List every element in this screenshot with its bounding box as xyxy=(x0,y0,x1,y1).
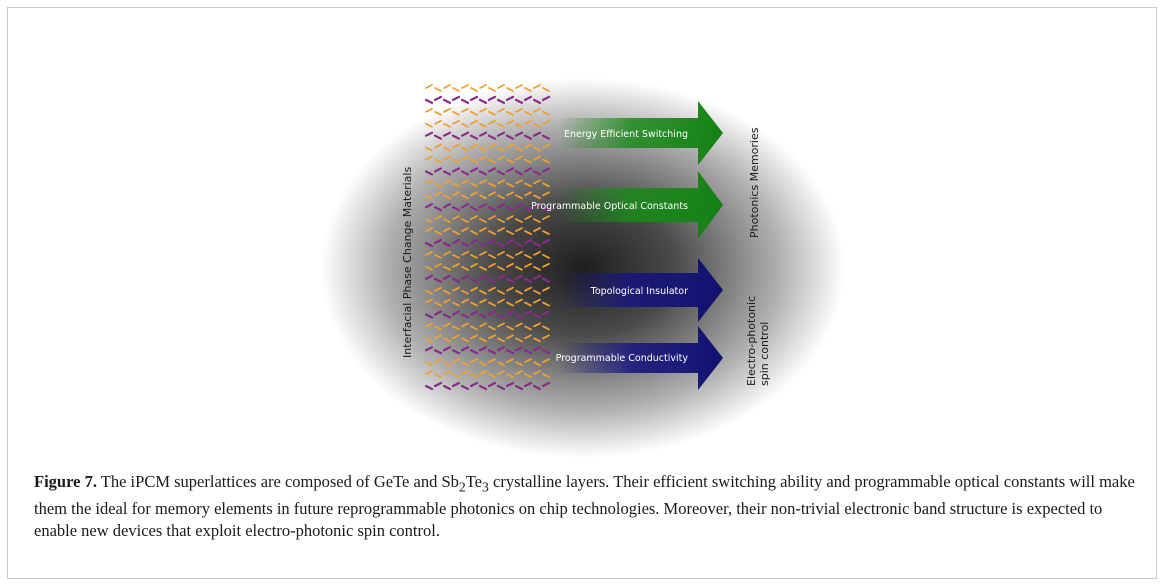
arrow-energy-efficient-switching: Energy Efficient Switching xyxy=(558,101,723,165)
arrow-programmable-conductivity: Programmable Conductivity xyxy=(556,326,723,390)
figure-frame: Interfacial Phase Change Materials Energ… xyxy=(7,7,1157,579)
left-vertical-label: Interfacial Phase Change Materials xyxy=(401,167,414,358)
right-label-photonics-memories: Photonics Memories xyxy=(748,127,761,238)
caption-text-1: The iPCM superlattices are composed of G… xyxy=(96,472,459,491)
caption-text-2: Te xyxy=(465,472,483,491)
figure-illustration: Interfacial Phase Change Materials Energ… xyxy=(321,78,845,458)
caption-subscript-2: 3 xyxy=(482,479,489,495)
caption-text-3: crystalline layers. Their efficient swit… xyxy=(34,472,1135,541)
arrow-label: Energy Efficient Switching xyxy=(564,129,688,140)
arrow-label: Programmable Optical Constants xyxy=(531,201,688,212)
arrow-label: Topological Insulator xyxy=(590,286,688,297)
caption-subscript-1: 2 xyxy=(458,479,466,495)
arrow-programmable-optical-constants: Programmable Optical Constants xyxy=(531,171,723,239)
right-label-spin-control-line2: spin control xyxy=(758,322,771,386)
arrow-topological-insulator: Topological Insulator xyxy=(558,258,723,322)
figure-caption: Figure 7. The iPCM superlattices are com… xyxy=(34,471,1149,542)
figure-number: Figure 7. xyxy=(34,472,97,491)
arrow-label: Programmable Conductivity xyxy=(556,353,689,364)
superlattice-structure xyxy=(424,84,551,391)
right-label-spin-control-line1: Electro-photonic xyxy=(745,296,758,386)
